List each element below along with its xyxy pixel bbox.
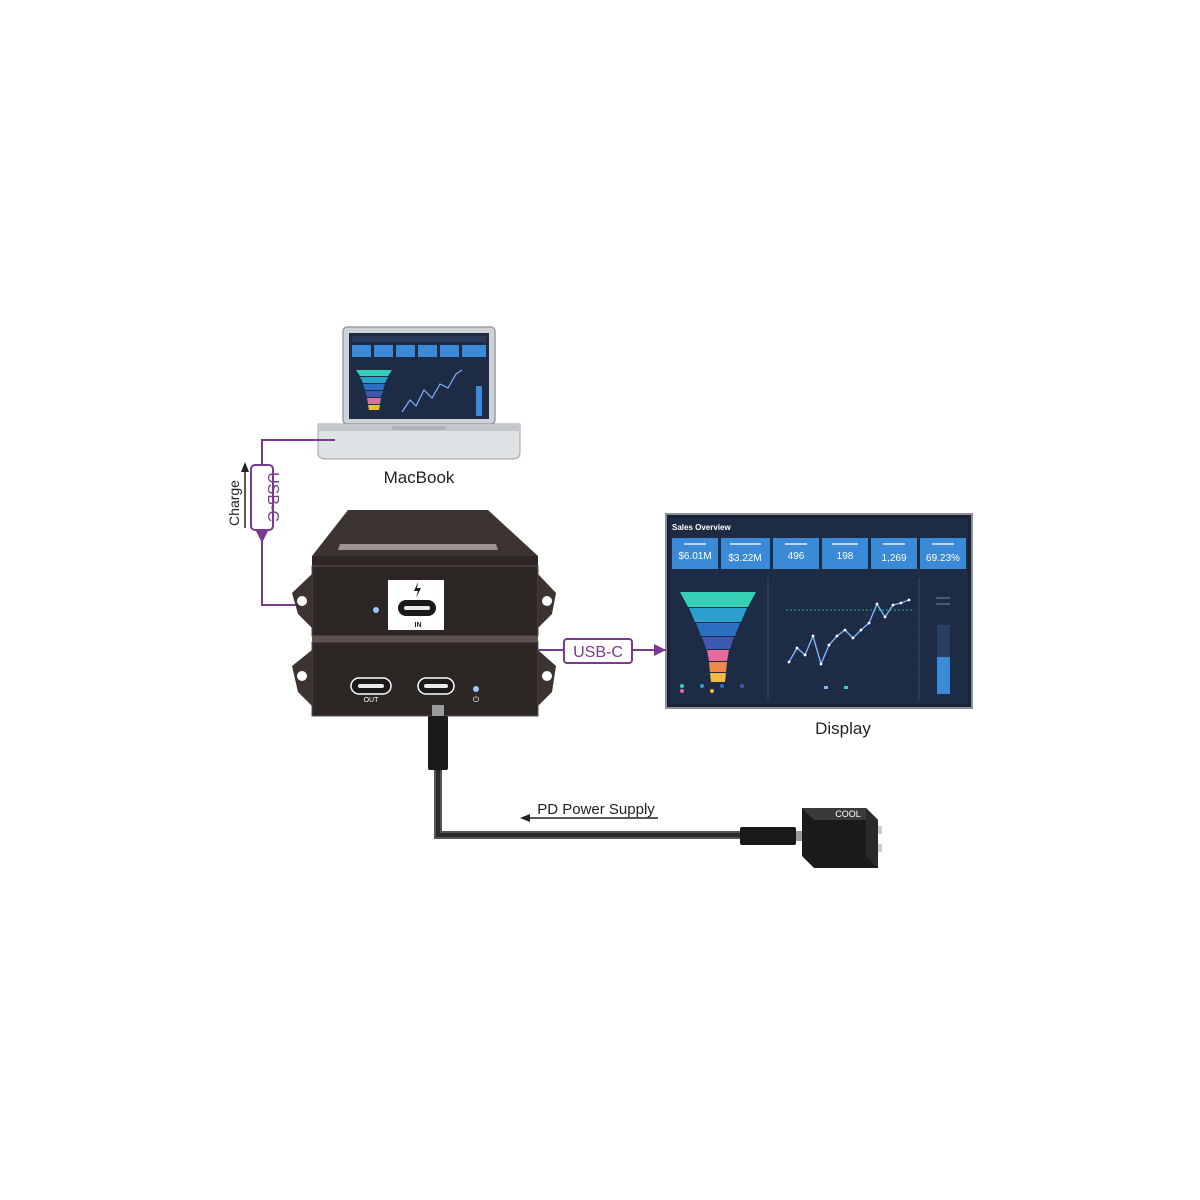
kpi-value: 198 <box>837 551 854 562</box>
macbook-funnel <box>356 370 392 410</box>
pd-charger: COOL <box>802 808 882 868</box>
in-port-label: IN <box>415 622 422 629</box>
kpi-value: 1,269 <box>881 553 906 564</box>
macbook-label: MacBook <box>384 468 455 487</box>
dashboard-funnel <box>680 592 756 682</box>
macbook-laptop <box>317 326 521 460</box>
cable-arrow <box>654 644 666 656</box>
power-icon: ⏻ <box>473 695 480 704</box>
power-cable <box>428 705 804 845</box>
kpi-cards: $6.01M $3.22M 496 198 1,269 69.23% <box>672 538 966 569</box>
display-monitor: Sales Overview $6.01M $3.22M 496 198 1,2… <box>665 513 973 709</box>
funnel-legend <box>680 684 744 693</box>
kpi-value: 496 <box>788 551 805 562</box>
display-label: Display <box>815 719 871 738</box>
usbc-horizontal-label: USB-C <box>573 644 623 661</box>
usbc-horizontal-tag <box>563 638 633 664</box>
power-led <box>473 686 479 692</box>
cable-arrow <box>256 531 268 543</box>
charge-arrow-head <box>241 462 249 472</box>
charger-brand: COOL <box>835 809 861 819</box>
pd-arrow-head <box>520 814 530 822</box>
status-led <box>373 607 379 613</box>
kpi-value: $6.01M <box>678 551 711 562</box>
charge-label: Charge <box>226 480 242 526</box>
pd-power-supply-label: PD Power Supply <box>537 801 655 818</box>
dashboard-line-chart <box>786 598 914 689</box>
usbc-vertical-tag <box>250 464 274 531</box>
kpi-value: 69.23% <box>926 553 960 564</box>
thunderbolt-icon <box>414 582 421 598</box>
dashboard-title: Sales Overview <box>672 523 731 532</box>
usbc-vertical-label: USB-C <box>264 472 281 522</box>
kpi-value: $3.22M <box>728 553 761 564</box>
dashboard-gauge <box>936 597 950 694</box>
usb-c-hub-device: IN OUT ⏻ <box>292 510 556 717</box>
out-port-label: OUT <box>364 697 380 704</box>
